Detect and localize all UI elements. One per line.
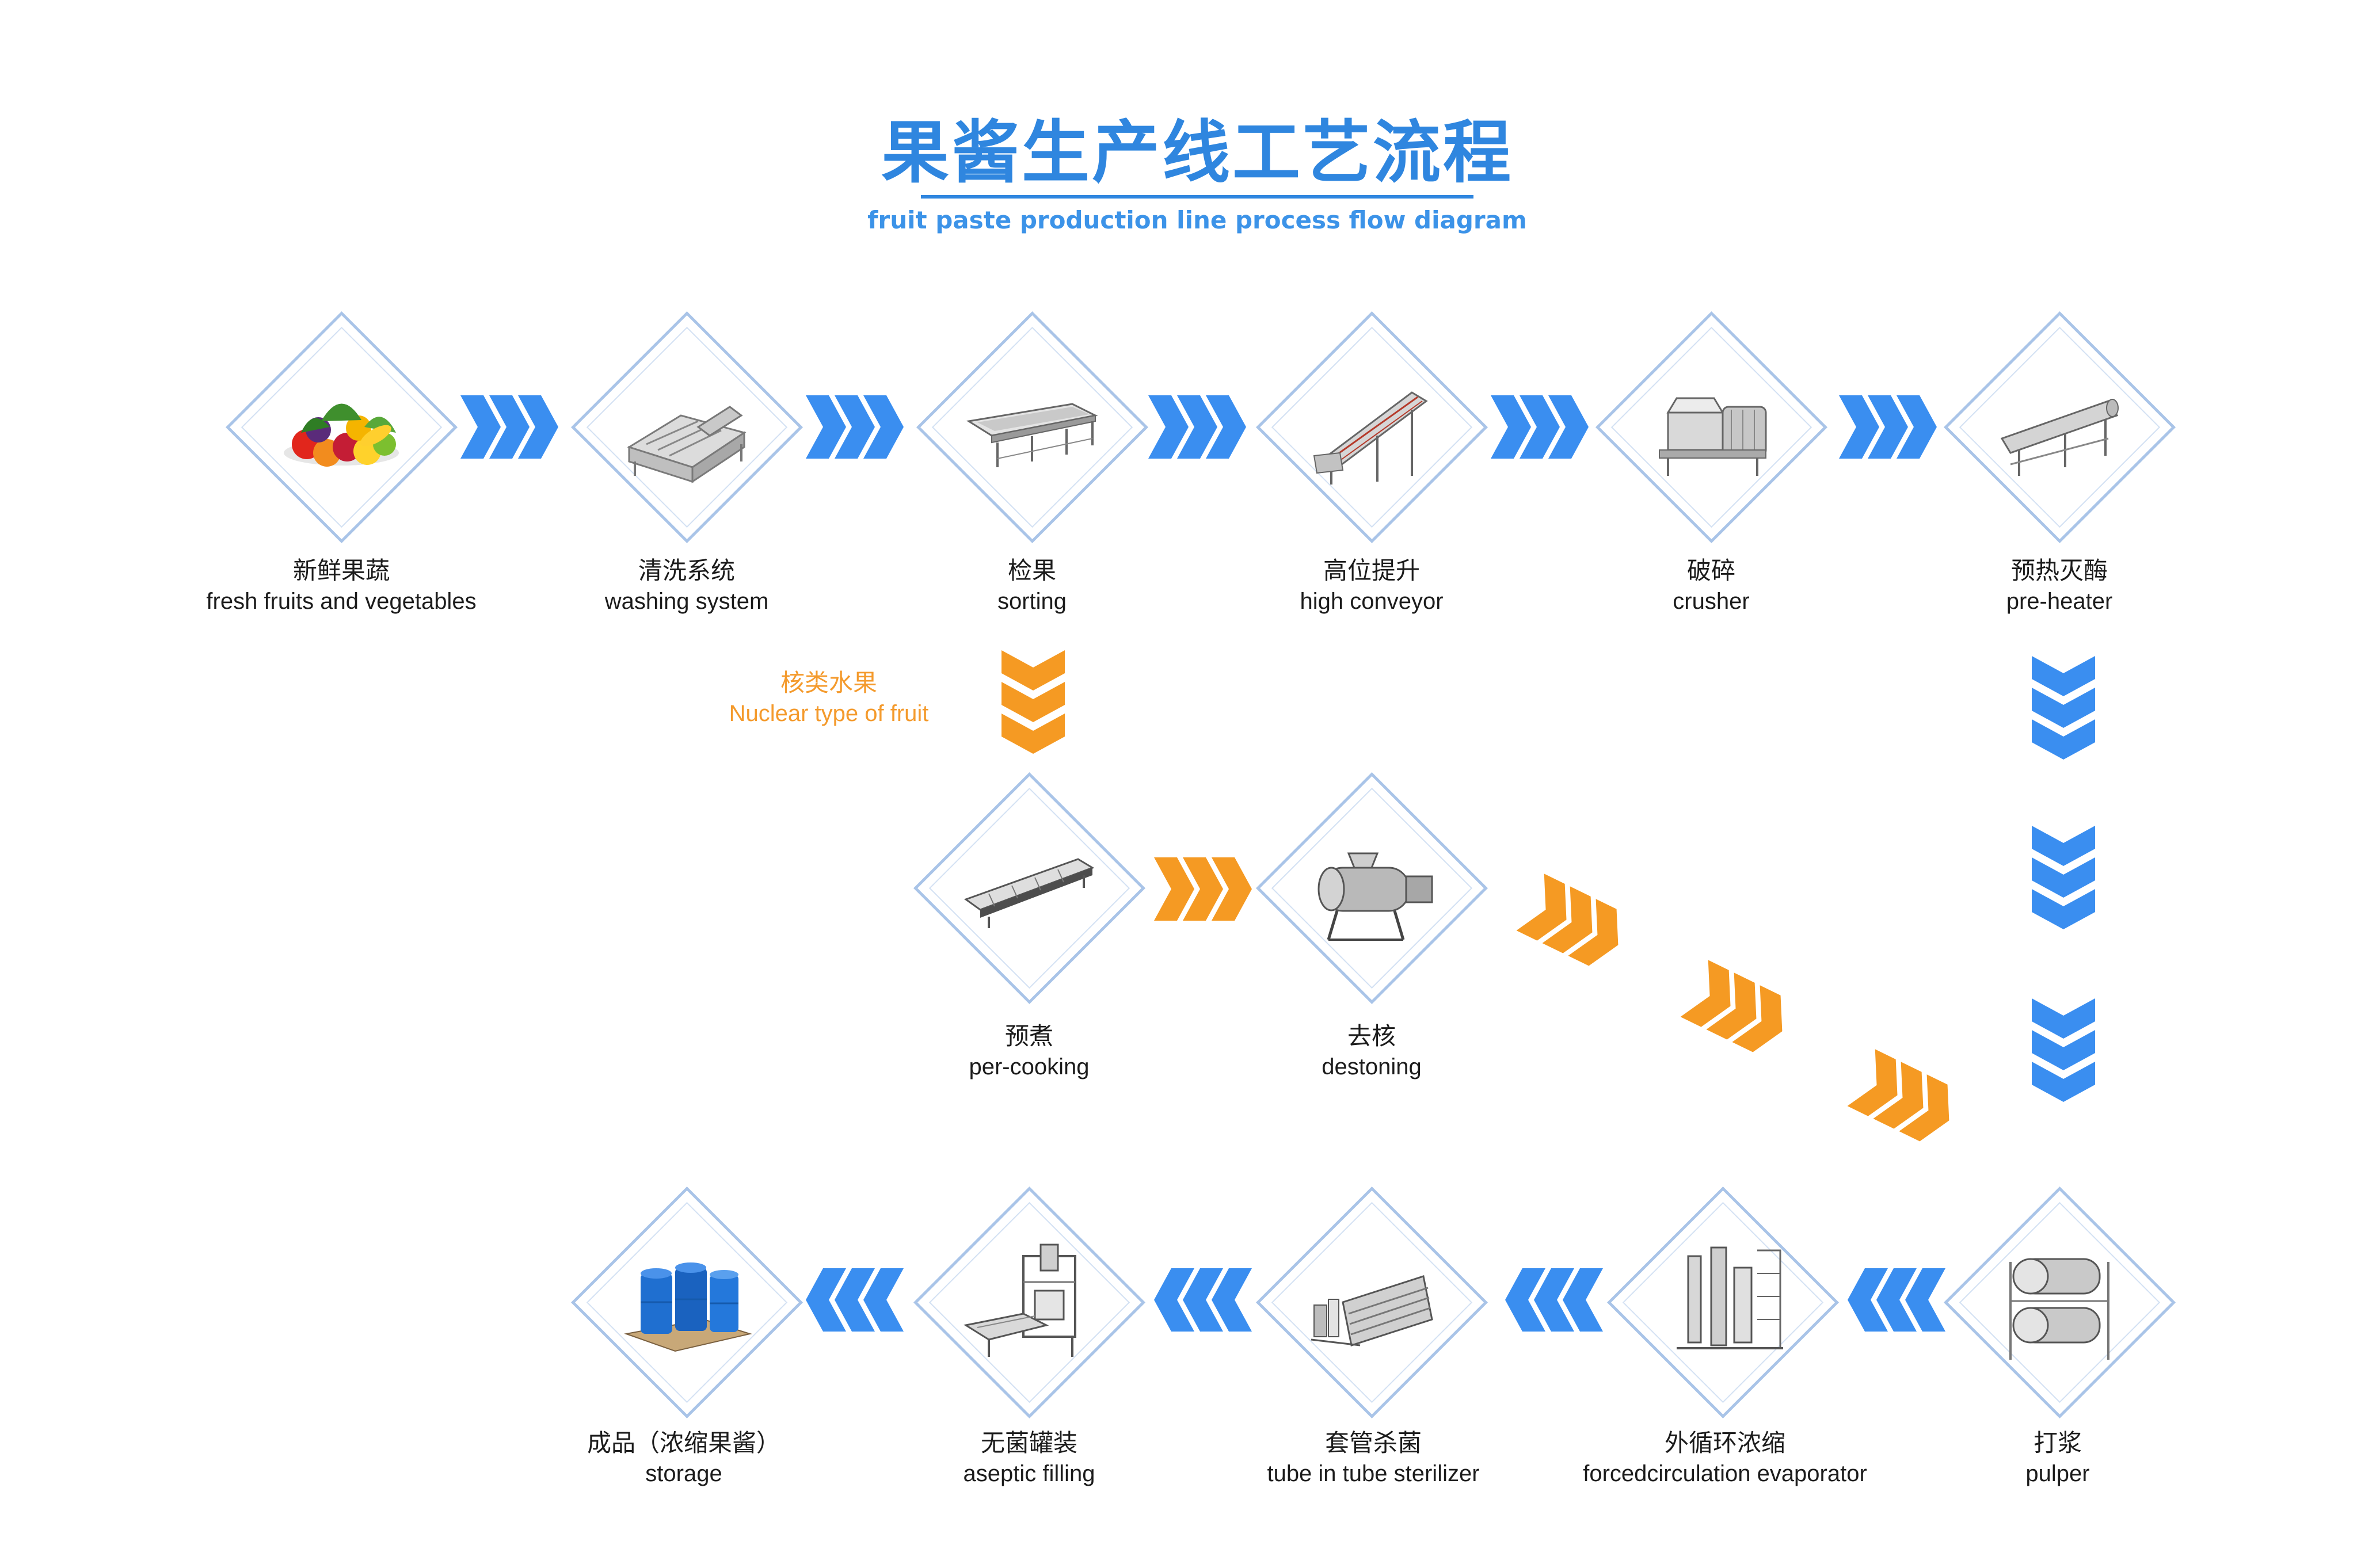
flow-arrow-left — [1154, 1268, 1252, 1332]
stone-fruit-note: 核类水果 Nuclear type of fruit — [685, 667, 973, 728]
flow-arrow-right — [1491, 395, 1589, 459]
step-name-cn: 去核 — [1347, 1023, 1396, 1050]
step-name-cn: 预热灭酶 — [2010, 557, 2108, 584]
flow-arrow-right — [1148, 395, 1246, 459]
flow-arrow-left — [806, 1268, 904, 1332]
title-english: fruit paste production line process flow… — [867, 206, 1527, 234]
sterilizer-icon — [1311, 1275, 1433, 1346]
step-name-en: storage — [645, 1461, 722, 1486]
evaporator-icon — [1677, 1246, 1783, 1349]
flow-arrow-left — [1848, 1268, 1945, 1332]
title-underline — [921, 195, 1473, 199]
step-name-en: per-cooking — [969, 1054, 1090, 1079]
step-name-en: fresh fruits and vegetables — [206, 589, 477, 614]
step-label-pulper: 打浆 pulper — [1856, 1428, 2259, 1489]
step-name-en: pulper — [2025, 1461, 2090, 1486]
step-name-en: washing system — [604, 589, 769, 614]
step-name-cn: 破碎 — [1686, 557, 1735, 584]
step-label-evaporator: 外循环浓缩 forcedcirculation evaporator — [1524, 1428, 1926, 1489]
step-name-en: tube in tube sterilizer — [1267, 1461, 1480, 1486]
conveyor-icon — [1313, 391, 1428, 485]
note-en: Nuclear type of fruit — [729, 701, 929, 726]
step-name-cn: 检果 — [1007, 557, 1056, 584]
step-name-cn: 新鲜果蔬 — [292, 557, 390, 584]
flow-arrow-diagonal-orange — [1847, 1049, 1949, 1142]
step-label-pre-heater: 预热灭酶 pre-heater — [1858, 555, 2261, 616]
step-name-en: crusher — [1673, 589, 1750, 614]
step-name-en: pre-heater — [2006, 589, 2113, 614]
step-label-high-conveyor: 高位提升 high conveyor — [1170, 555, 1573, 616]
step-label-sterilizer: 套管杀菌 tube in tube sterilizer — [1172, 1428, 1575, 1489]
step-label-washing: 清洗系统 washing system — [485, 555, 888, 616]
step-name-en: high conveyor — [1300, 589, 1444, 614]
step-name-cn: 成品（浓缩果酱） — [587, 1429, 780, 1456]
step-name-cn: 外循环浓缩 — [1664, 1429, 1785, 1456]
step-label-sorting: 检果 sorting — [831, 555, 1233, 616]
pre-heater-icon — [2000, 399, 2119, 476]
step-label-storage: 成品（浓缩果酱） storage — [482, 1428, 885, 1489]
diagram-title: 果酱生产线工艺流程 fruit paste production line pr… — [748, 112, 1646, 238]
flow-arrow-down — [2032, 656, 2095, 760]
pre-cooker-icon — [964, 858, 1095, 928]
step-name-cn: 预煮 — [1004, 1023, 1053, 1050]
title-chinese: 果酱生产线工艺流程 — [881, 113, 1513, 192]
step-name-cn: 清洗系统 — [638, 557, 735, 584]
step-name-cn: 打浆 — [2033, 1429, 2082, 1456]
step-label-fresh-fruits: 新鲜果蔬 fresh fruits and vegetables — [140, 555, 543, 616]
flow-arrow-down — [2032, 998, 2095, 1102]
flow-arrow-diagonal-orange — [1680, 960, 1783, 1052]
crusher-icon — [1659, 397, 1767, 476]
step-label-destoning: 去核 destoning — [1170, 1021, 1573, 1082]
note-cn: 核类水果 — [780, 669, 877, 696]
step-label-pre-cooking: 预煮 per-cooking — [828, 1021, 1231, 1082]
step-name-cn: 高位提升 — [1323, 557, 1420, 584]
flow-arrow-diagonal-orange — [1516, 873, 1619, 966]
flow-arrow-right — [1839, 395, 1937, 459]
step-label-aseptic-filling: 无菌罐装 aseptic filling — [828, 1428, 1231, 1489]
pulper-icon — [2009, 1258, 2109, 1360]
flow-arrow-down — [2032, 826, 2095, 929]
flow-arrow-right-orange — [1154, 857, 1252, 921]
step-name-en: destoning — [1322, 1054, 1422, 1079]
step-label-crusher: 破碎 crusher — [1510, 555, 1913, 616]
flow-arrow-down-orange — [1001, 650, 1065, 754]
step-name-en: forcedcirculation evaporator — [1583, 1461, 1867, 1486]
aseptic-filler-icon — [964, 1243, 1076, 1357]
sorting-table-icon — [966, 403, 1098, 467]
step-name-cn: 套管杀菌 — [1324, 1429, 1422, 1456]
flow-arrow-left — [1505, 1268, 1603, 1332]
washing-machine-icon — [627, 406, 747, 483]
destoner-icon — [1317, 852, 1433, 941]
step-name-en: sorting — [997, 589, 1067, 614]
step-name-cn: 无菌罐装 — [980, 1429, 1077, 1456]
flow-arrow-right — [806, 395, 904, 459]
step-name-en: aseptic filling — [963, 1461, 1095, 1486]
flow-arrow-right — [460, 395, 558, 459]
fruits-vegetables-icon — [284, 403, 399, 467]
storage-drums-icon — [624, 1262, 752, 1352]
